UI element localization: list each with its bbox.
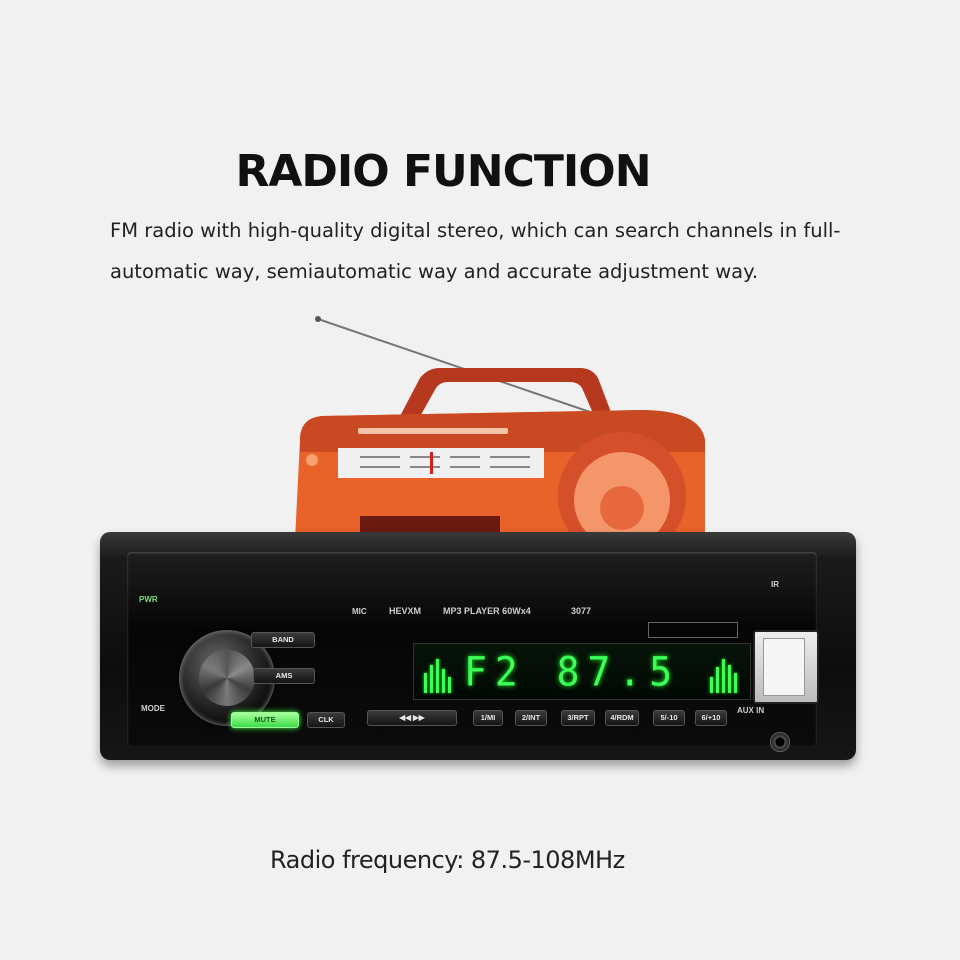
lcd-display: F2 87.5	[413, 643, 751, 700]
antenna	[317, 318, 591, 413]
band-button[interactable]: BAND	[251, 632, 315, 648]
pwr-label: PWR	[139, 595, 158, 604]
mode-label: MODE	[141, 704, 165, 713]
brand-label: HEVXM	[389, 606, 422, 616]
preset-2-button[interactable]: 2/INT	[515, 710, 547, 726]
preset-1-button[interactable]: 1/MI	[473, 710, 503, 726]
preset-6-button[interactable]: 6/+10	[695, 710, 727, 726]
ir-label: IR	[771, 580, 779, 589]
usb-slot[interactable]	[648, 622, 738, 638]
car-stereo-unit: PWR MODE MIC HEVXM MP3 PLAYER 60Wx4 3077…	[100, 532, 856, 760]
ir-receiver-panel	[753, 630, 819, 704]
aux-jack[interactable]	[770, 732, 790, 752]
lcd-frequency: F2 87.5	[464, 648, 681, 696]
tuning-dial	[338, 448, 544, 478]
headline: RADIO FUNCTION	[235, 146, 651, 197]
frequency-caption: Radio frequency: 87.5-108MHz	[270, 846, 625, 874]
model-label: MP3 PLAYER 60Wx4	[443, 606, 531, 616]
description: FM radio with high-quality digital stere…	[110, 219, 841, 283]
seek-buttons[interactable]: ◀◀ ▶▶	[367, 710, 457, 726]
preset-4-button[interactable]: 4/RDM	[605, 710, 639, 726]
model-number: 3077	[571, 606, 592, 616]
preset-5-button[interactable]: 5/-10	[653, 710, 685, 726]
boombox-handle	[398, 368, 614, 420]
stereo-faceplate: PWR MODE MIC HEVXM MP3 PLAYER 60Wx4 3077…	[127, 552, 819, 752]
ams-button[interactable]: AMS	[253, 668, 315, 684]
clk-button[interactable]: CLK	[307, 712, 345, 728]
preset-3-button[interactable]: 3/RPT	[561, 710, 595, 726]
aux-label: AUX IN	[737, 706, 765, 715]
mic-label: MIC	[352, 607, 367, 616]
mute-button[interactable]: MUTE	[231, 712, 299, 728]
